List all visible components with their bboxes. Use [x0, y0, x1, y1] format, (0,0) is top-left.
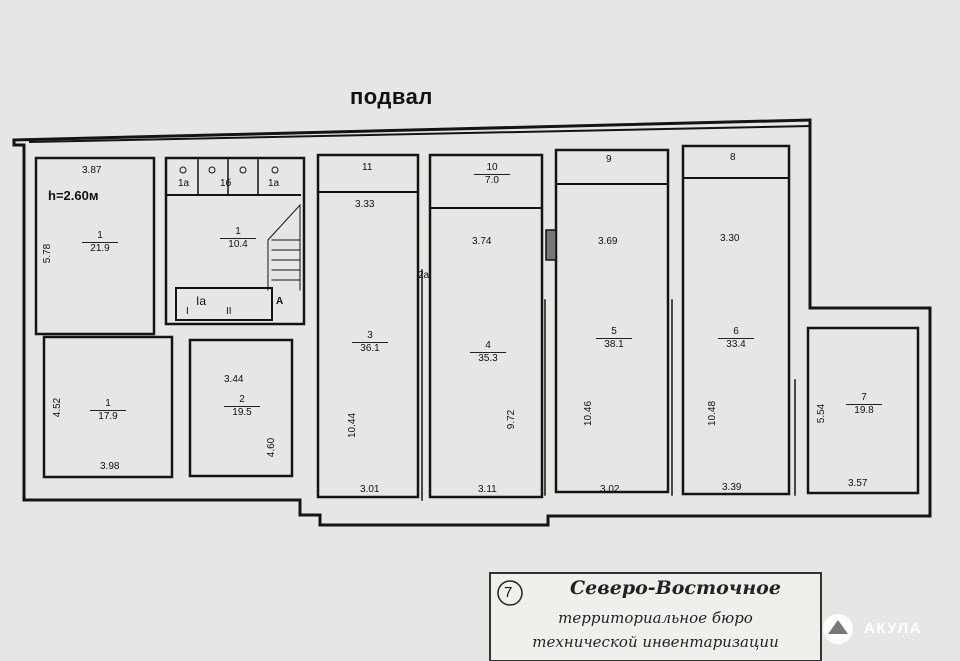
room-number: 4	[470, 340, 506, 353]
toilet-1	[179, 166, 187, 174]
room-number: 2	[224, 394, 260, 407]
hatched-wall	[545, 229, 557, 261]
room-number: 1	[82, 230, 118, 243]
stamp-line-3: технической инвентаризации	[532, 633, 779, 651]
room-number: 3	[352, 330, 388, 343]
stair-label-A: А	[276, 296, 284, 307]
shark-icon	[823, 614, 853, 644]
page-title: подвал	[350, 84, 433, 109]
toilet-3	[239, 166, 247, 174]
room-1-top-width: 3.87	[82, 165, 102, 176]
room-1-center-label: 1 10.4	[220, 226, 256, 251]
room-area: 35.3	[478, 353, 498, 364]
room-1-bottom-length: 4.52	[52, 397, 64, 418]
room-number: 1	[220, 226, 256, 239]
room-4-label: 4 35.3	[470, 340, 506, 365]
room-7-outline	[806, 326, 920, 495]
outer-wall	[12, 140, 932, 527]
stair-steps	[267, 203, 301, 291]
room-6-length: 10.48	[707, 400, 719, 427]
room-1-center-outline	[164, 156, 306, 326]
room-2-length: 4.60	[266, 437, 278, 458]
room-area: 38.1	[604, 339, 624, 350]
room-5-width-top: 3.69	[598, 236, 618, 247]
room-6-outline	[681, 144, 791, 496]
stair-label-II: II	[226, 306, 232, 317]
stair-label-1a: Iа	[196, 294, 207, 308]
stamp-circle-number: 7	[504, 584, 513, 601]
room-4-outline	[428, 153, 544, 499]
right-notch	[808, 140, 932, 372]
room-4-length: 9.72	[506, 409, 518, 430]
room-11-number: 11	[362, 162, 373, 173]
room-number: 5	[596, 326, 632, 339]
room-6-label: 6 33.4	[718, 326, 754, 351]
room-number: 6	[718, 326, 754, 339]
wc-label-1a-left: 1а	[178, 178, 190, 189]
stair-label-I: I	[186, 306, 189, 317]
room-area: 10.4	[228, 239, 248, 250]
stamp-frame	[489, 572, 822, 661]
toilet-2	[208, 166, 216, 174]
room-area: 33.4	[726, 339, 746, 350]
room-1-top-label: 1 21.9	[82, 230, 118, 255]
top-wall	[12, 118, 812, 144]
room-number: 1	[90, 398, 126, 411]
room-4-width-top: 3.74	[472, 236, 492, 247]
room-5-length: 10.46	[583, 400, 595, 427]
room-5-width-bottom: 3.02	[600, 484, 620, 495]
room-area: 7.0	[485, 175, 499, 186]
wc-label-1a-right: 1а	[268, 178, 280, 189]
room-7-length: 5.54	[816, 403, 828, 424]
room-area: 36.1	[360, 343, 380, 354]
room-2-label: 2 19.5	[224, 394, 260, 419]
top-wall-inner	[28, 124, 812, 144]
room-7-label: 7 19.8	[846, 392, 882, 417]
door-label-2a: 2а	[418, 270, 430, 281]
room-number: 7	[846, 392, 882, 405]
room-3-width-top: 3.33	[355, 199, 375, 210]
room-area: 21.9	[90, 243, 110, 254]
room-1-top-length: 5.78	[42, 243, 54, 264]
room-9-number: 9	[606, 154, 612, 165]
room-5-label: 5 38.1	[596, 326, 632, 351]
room-1-bottom-outline	[42, 335, 174, 479]
room-3-length: 10.44	[347, 412, 359, 439]
room-1-top-outline	[34, 156, 156, 336]
toilet-4	[271, 166, 279, 174]
room-5-outline	[554, 148, 670, 494]
room-1-bottom-width: 3.98	[100, 461, 120, 472]
room-2-outline	[188, 338, 294, 478]
room-3-label: 3 36.1	[352, 330, 388, 355]
room-8-number: 8	[730, 152, 736, 163]
akula-logo: АКУЛА	[818, 612, 958, 646]
room-6-width-bottom: 3.39	[722, 482, 742, 493]
height-note: h=2.60м	[48, 188, 99, 203]
room-3-width-bottom: 3.01	[360, 484, 380, 495]
room-7-width: 3.57	[848, 478, 868, 489]
logo-text: АКУЛА	[864, 620, 922, 637]
room-4-width-bottom: 3.11	[478, 484, 497, 495]
stamp-line-2: территориальное бюро	[558, 609, 753, 627]
stair-landing	[175, 287, 273, 321]
room-2-width: 3.44	[224, 374, 244, 385]
wc-label-1b: 1б	[220, 178, 232, 189]
room-area: 19.8	[854, 405, 874, 416]
room-1-bottom-label: 1 17.9	[90, 398, 126, 423]
room-3-outline	[316, 153, 420, 499]
room-number: 10	[474, 162, 510, 175]
bti-stamp: 7 Северо-Восточное территориальное бюро …	[488, 571, 823, 661]
room-10-label: 10 7.0	[474, 162, 510, 187]
room-area: 19.5	[232, 407, 252, 418]
room-area: 17.9	[98, 411, 118, 422]
room-6-width-top: 3.30	[720, 233, 740, 244]
stamp-line-1: Северо-Восточное	[570, 577, 781, 599]
